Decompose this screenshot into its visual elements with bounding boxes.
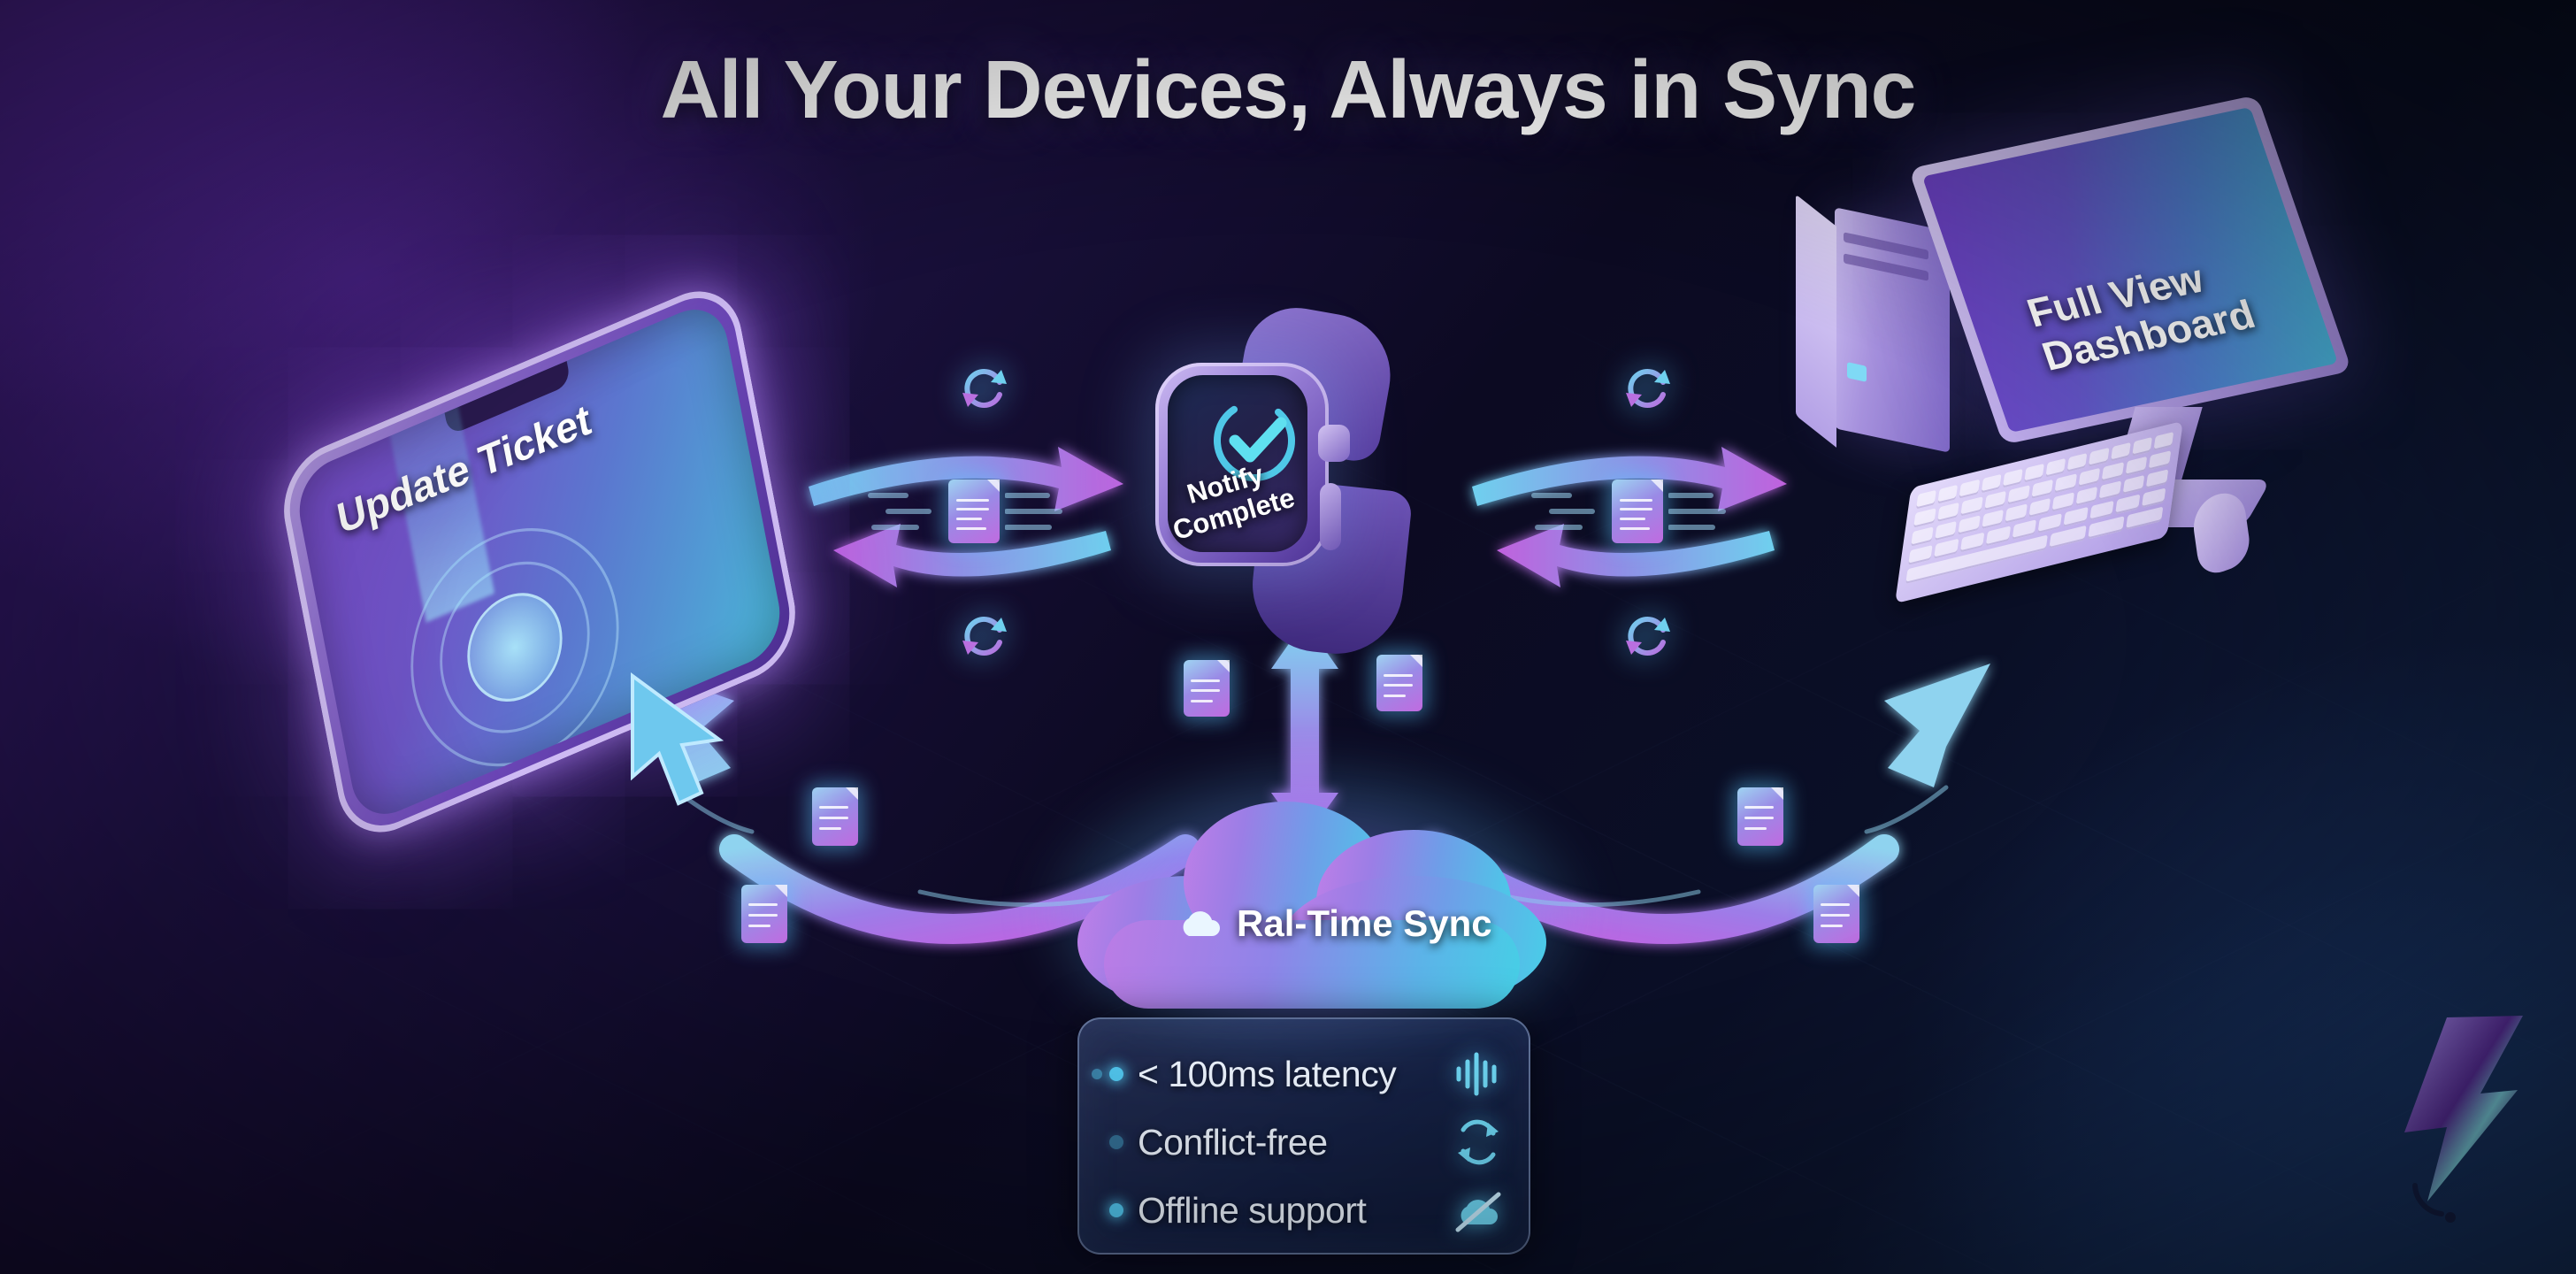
- watch-crown[interactable]: [1318, 425, 1350, 462]
- feature-label: Offline support: [1138, 1189, 1367, 1231]
- sync-arrows-icon: [1458, 1119, 1499, 1165]
- features-panel: < 100ms latency Conflict-free Offline: [1077, 1017, 1530, 1255]
- mouse-cursor-icon[interactable]: [624, 672, 739, 814]
- bullet-dot: [1109, 1203, 1123, 1217]
- speed-lines: [1668, 493, 1726, 530]
- waveform-icon: [1456, 1052, 1497, 1096]
- document-icon: [741, 885, 787, 943]
- document-icon: [1813, 885, 1859, 943]
- document-icon: [812, 787, 858, 846]
- refresh-cycle-icon: [962, 369, 1007, 408]
- lightning-bolt-logo[interactable]: [2388, 1009, 2557, 1256]
- cloud-off-icon: [1455, 1192, 1501, 1232]
- document-icon: [1737, 787, 1783, 846]
- cloud-hub-text: Ral-Time Sync: [1237, 902, 1492, 944]
- watch-side-button[interactable]: [1320, 483, 1341, 550]
- refresh-cycle-icon: [1626, 369, 1670, 408]
- cloud-glyph-icon: [1183, 910, 1220, 936]
- cloud-hub-label: Ral-Time Sync: [1177, 902, 1492, 944]
- pc-tower-icon[interactable]: [1796, 194, 1950, 453]
- bullet-dot: [1092, 1067, 1123, 1081]
- cloud-icon[interactable]: [1042, 761, 1582, 1053]
- feature-row[interactable]: Offline support: [1109, 1182, 1504, 1239]
- feature-label: Conflict-free: [1138, 1121, 1328, 1163]
- feature-row[interactable]: < 100ms latency: [1092, 1046, 1504, 1102]
- feature-label: < 100ms latency: [1138, 1053, 1397, 1094]
- bullet-dot: [1109, 1135, 1123, 1149]
- feature-row[interactable]: Conflict-free: [1109, 1114, 1504, 1170]
